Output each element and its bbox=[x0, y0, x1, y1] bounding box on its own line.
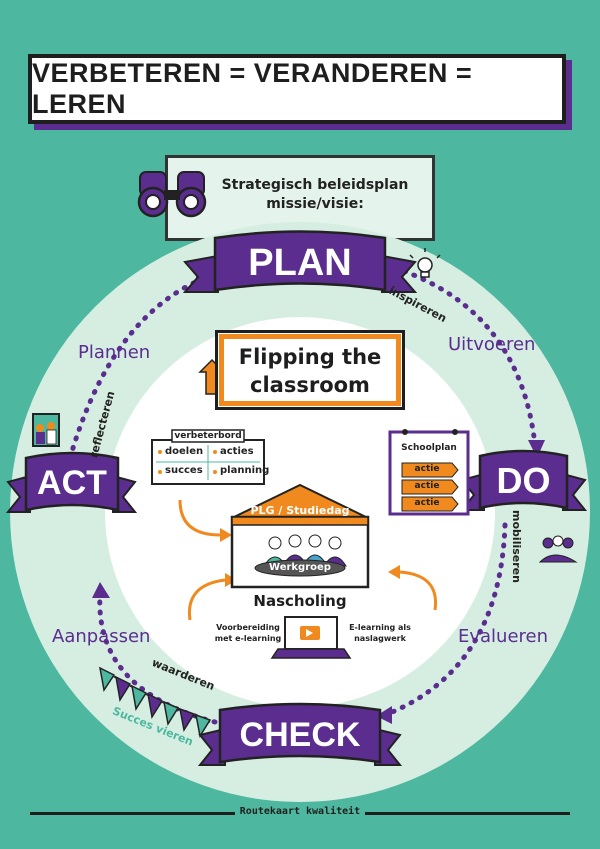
orange-arrow-left-top bbox=[178, 499, 221, 537]
check-banner bbox=[197, 702, 403, 766]
voorbereiding-label: Voorbereiding met e-learning bbox=[208, 622, 288, 644]
schoolplan-actie-3: actie bbox=[414, 498, 440, 508]
orange-arrow-left-bottom bbox=[187, 578, 226, 621]
do-banner bbox=[459, 449, 588, 511]
strategy-line-2: missie/visie: bbox=[266, 196, 364, 212]
strategy-line-1: Strategisch beleidsplan bbox=[221, 177, 409, 193]
nascholing-label: Nascholing bbox=[253, 592, 347, 610]
picture-frame-icon bbox=[32, 413, 60, 447]
bunting-flags-icon bbox=[98, 666, 212, 739]
plan-banner bbox=[182, 230, 418, 293]
elearning-line-2: naslagwerk bbox=[354, 634, 406, 643]
verbeterbord-acties: acties bbox=[220, 446, 254, 457]
elearning-label: E-learning als naslagwerk bbox=[340, 622, 420, 644]
orange-arrow-right bbox=[399, 570, 438, 611]
group-icon bbox=[538, 535, 578, 563]
orange-arrows bbox=[178, 499, 438, 621]
footer-line-left bbox=[30, 812, 235, 815]
voorbereiding-line-2: met e-learning bbox=[214, 634, 282, 643]
voorbereiding-line-1: Voorbereiding bbox=[216, 623, 280, 632]
verbeterbord-board bbox=[151, 429, 265, 485]
plannen-label: Plannen bbox=[78, 342, 151, 363]
schoolplan-title: Schoolplan bbox=[401, 443, 457, 453]
uitvoeren-label: Uitvoeren bbox=[448, 334, 536, 355]
laptop-icon bbox=[270, 616, 352, 659]
act-label: ACT bbox=[37, 464, 107, 502]
mobiliseren-label: mobiliseren bbox=[509, 510, 523, 583]
verbeterbord-doelen: doelen bbox=[165, 446, 204, 457]
aanpassen-label: Aanpassen bbox=[52, 626, 151, 647]
werkgroep-label: Werkgroep bbox=[269, 562, 331, 573]
evalueren-label: Evalueren bbox=[458, 626, 549, 647]
act-banner bbox=[5, 451, 138, 513]
arrow-do-check bbox=[382, 522, 508, 718]
elearning-line-1: E-learning als bbox=[349, 623, 411, 632]
verbeterbord-planning: planning bbox=[220, 465, 270, 476]
plan-label: PLAN bbox=[248, 242, 352, 284]
arrow-plan-do bbox=[392, 265, 538, 448]
flipping-line-1: Flipping the bbox=[238, 345, 382, 369]
plg-building bbox=[230, 483, 370, 589]
schoolplan-actie-1: actie bbox=[414, 464, 440, 474]
footer-line-right bbox=[365, 812, 570, 815]
verbeterbord-title: verbeterbord bbox=[174, 431, 242, 441]
footer-caption: Routekaart kwaliteit bbox=[239, 806, 361, 817]
flipping-line-2: classroom bbox=[250, 373, 370, 397]
check-label: CHECK bbox=[239, 716, 361, 754]
flipping-box: Flipping the classroom bbox=[215, 330, 405, 410]
binoculars-icon bbox=[137, 171, 207, 218]
schoolplan-board bbox=[388, 429, 470, 516]
do-label: DO bbox=[496, 460, 551, 501]
lightbulb-icon bbox=[409, 248, 441, 278]
schoolplan-actie-2: actie bbox=[414, 481, 440, 491]
plg-label: PLG / Studiedag bbox=[250, 504, 350, 517]
page-title: VERBETEREN = VERANDEREN = LEREN bbox=[28, 54, 566, 124]
arrow-act-plan bbox=[67, 277, 203, 461]
verbeterbord-succes: succes bbox=[165, 465, 203, 476]
